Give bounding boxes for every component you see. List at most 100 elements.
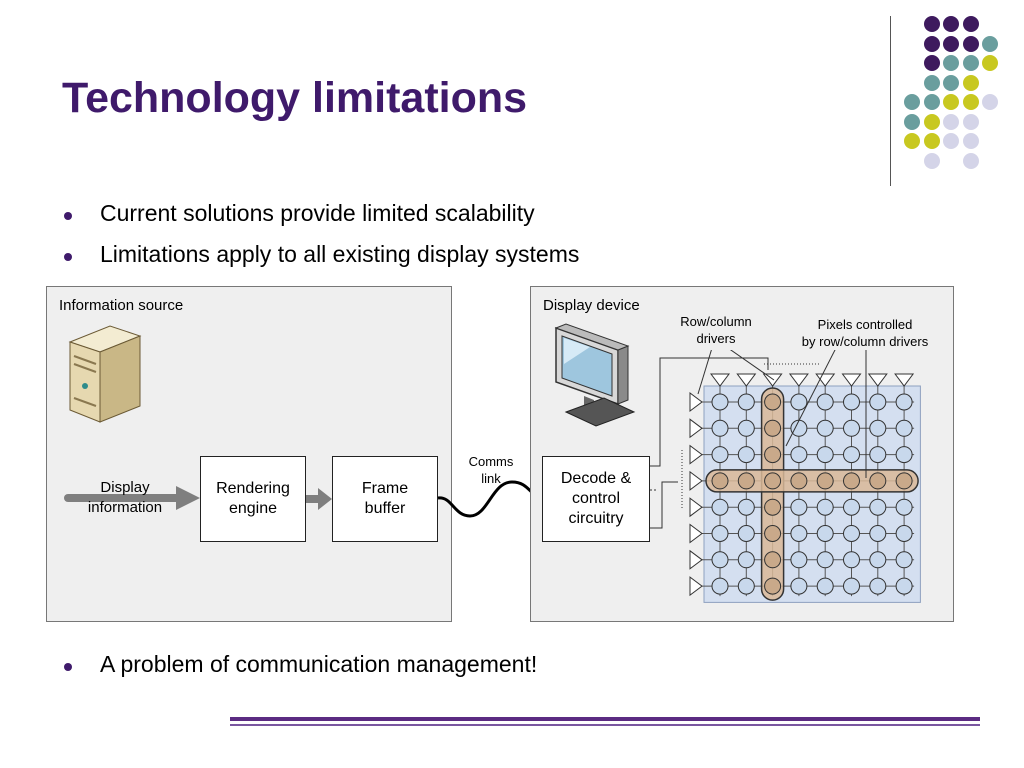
bullet-text-3: A problem of communication management! bbox=[100, 651, 538, 677]
pixel bbox=[816, 498, 834, 516]
row-driver-triangle bbox=[689, 497, 703, 518]
decor-dot bbox=[943, 113, 959, 130]
pixel bbox=[816, 419, 834, 437]
decor-dot bbox=[943, 55, 959, 71]
row-driver-triangle bbox=[689, 523, 703, 544]
selected-row-highlight bbox=[705, 469, 919, 493]
pixel bbox=[843, 577, 860, 595]
decor-dot bbox=[904, 94, 920, 110]
decor-dot bbox=[923, 133, 940, 149]
pixel-matrix bbox=[650, 350, 921, 603]
pixel bbox=[869, 472, 887, 490]
pixel bbox=[790, 577, 808, 595]
pixel bbox=[790, 419, 808, 437]
decorative-dot-grid bbox=[0, 0, 1024, 200]
pixel bbox=[869, 419, 887, 437]
column-driver-triangle bbox=[788, 373, 809, 387]
pixel bbox=[869, 577, 887, 595]
bullet-text-2: Limitations apply to all existing displa… bbox=[100, 241, 580, 267]
row-driver-triangle bbox=[689, 549, 703, 570]
decor-dot bbox=[962, 16, 979, 32]
decor-dot bbox=[943, 35, 959, 52]
rendering-engine-box: Rendering engine bbox=[200, 456, 306, 542]
pixel bbox=[816, 577, 834, 595]
row-control-wire bbox=[650, 481, 678, 529]
pixel-array-background bbox=[703, 385, 921, 603]
decor-dot bbox=[943, 74, 959, 91]
row-column-drivers-label: Row/column drivers bbox=[680, 314, 752, 346]
pixel bbox=[843, 393, 860, 411]
pixel bbox=[764, 472, 782, 490]
pixel bbox=[869, 551, 887, 569]
selected-column-highlight bbox=[760, 387, 785, 601]
pixel bbox=[895, 577, 913, 595]
pixel bbox=[764, 577, 782, 595]
drivers-callout-line bbox=[697, 350, 712, 395]
pixel bbox=[764, 551, 782, 569]
pixel bbox=[869, 393, 887, 411]
row-driver-triangle bbox=[689, 392, 703, 412]
pixel bbox=[869, 498, 887, 516]
row-driver-triangle bbox=[689, 470, 703, 491]
server-tower-icon bbox=[68, 325, 142, 423]
decor-dot bbox=[962, 133, 979, 149]
decor-dot bbox=[904, 133, 920, 149]
pixel bbox=[764, 419, 782, 437]
footer-rule bbox=[230, 717, 980, 721]
pixel bbox=[895, 446, 913, 464]
display-device-label: Display device bbox=[543, 297, 640, 314]
pixel bbox=[711, 551, 729, 569]
pixel bbox=[843, 472, 860, 490]
pixel bbox=[790, 551, 808, 569]
pixel bbox=[843, 498, 860, 516]
pixel bbox=[869, 525, 887, 542]
frame-buffer-box: Frame buffer bbox=[332, 456, 438, 542]
divider-vertical bbox=[890, 16, 891, 186]
pixel bbox=[790, 393, 808, 411]
pixel bbox=[764, 446, 782, 464]
decor-dot bbox=[923, 113, 940, 130]
decor-dot bbox=[923, 35, 940, 52]
pixel bbox=[895, 525, 913, 542]
pixel bbox=[737, 393, 755, 411]
pixel bbox=[843, 551, 860, 569]
pixel bbox=[711, 446, 729, 464]
decor-dot bbox=[943, 94, 959, 110]
row-driver-triangle bbox=[689, 444, 703, 465]
column-driver-triangle bbox=[710, 373, 730, 387]
monitor-icon bbox=[554, 323, 636, 427]
pixel bbox=[816, 472, 834, 490]
pixel bbox=[895, 498, 913, 516]
pixel bbox=[711, 498, 729, 516]
pixel bbox=[790, 498, 808, 516]
decor-dot bbox=[923, 94, 940, 110]
row-driver-triangle bbox=[689, 576, 703, 597]
decor-dot bbox=[982, 94, 998, 110]
column-driver-triangle bbox=[815, 373, 836, 387]
decode-control-box: Decode & control circuitry bbox=[542, 456, 650, 542]
pixel bbox=[843, 525, 860, 542]
pixel bbox=[711, 577, 729, 595]
bullet-marker bbox=[64, 212, 72, 220]
pixel bbox=[895, 472, 913, 490]
pixel bbox=[790, 472, 808, 490]
pixel bbox=[790, 525, 808, 542]
pixel bbox=[711, 472, 729, 490]
decor-dot bbox=[962, 94, 979, 110]
pixel bbox=[711, 393, 729, 411]
pixel bbox=[737, 419, 755, 437]
column-driver-triangle bbox=[841, 373, 862, 387]
information-source-label: Information source bbox=[59, 297, 184, 314]
page-title: Technology limitations bbox=[62, 74, 528, 122]
decor-dot bbox=[923, 152, 940, 169]
pixel bbox=[895, 551, 913, 569]
render-to-frame-arrow bbox=[306, 488, 332, 510]
decor-dot bbox=[923, 55, 940, 71]
pixel bbox=[711, 419, 729, 437]
pixel bbox=[869, 446, 887, 464]
pixel bbox=[895, 393, 913, 411]
decor-dot bbox=[904, 113, 920, 130]
pixel bbox=[764, 498, 782, 516]
pixel bbox=[843, 446, 860, 464]
decor-dot bbox=[962, 113, 979, 130]
